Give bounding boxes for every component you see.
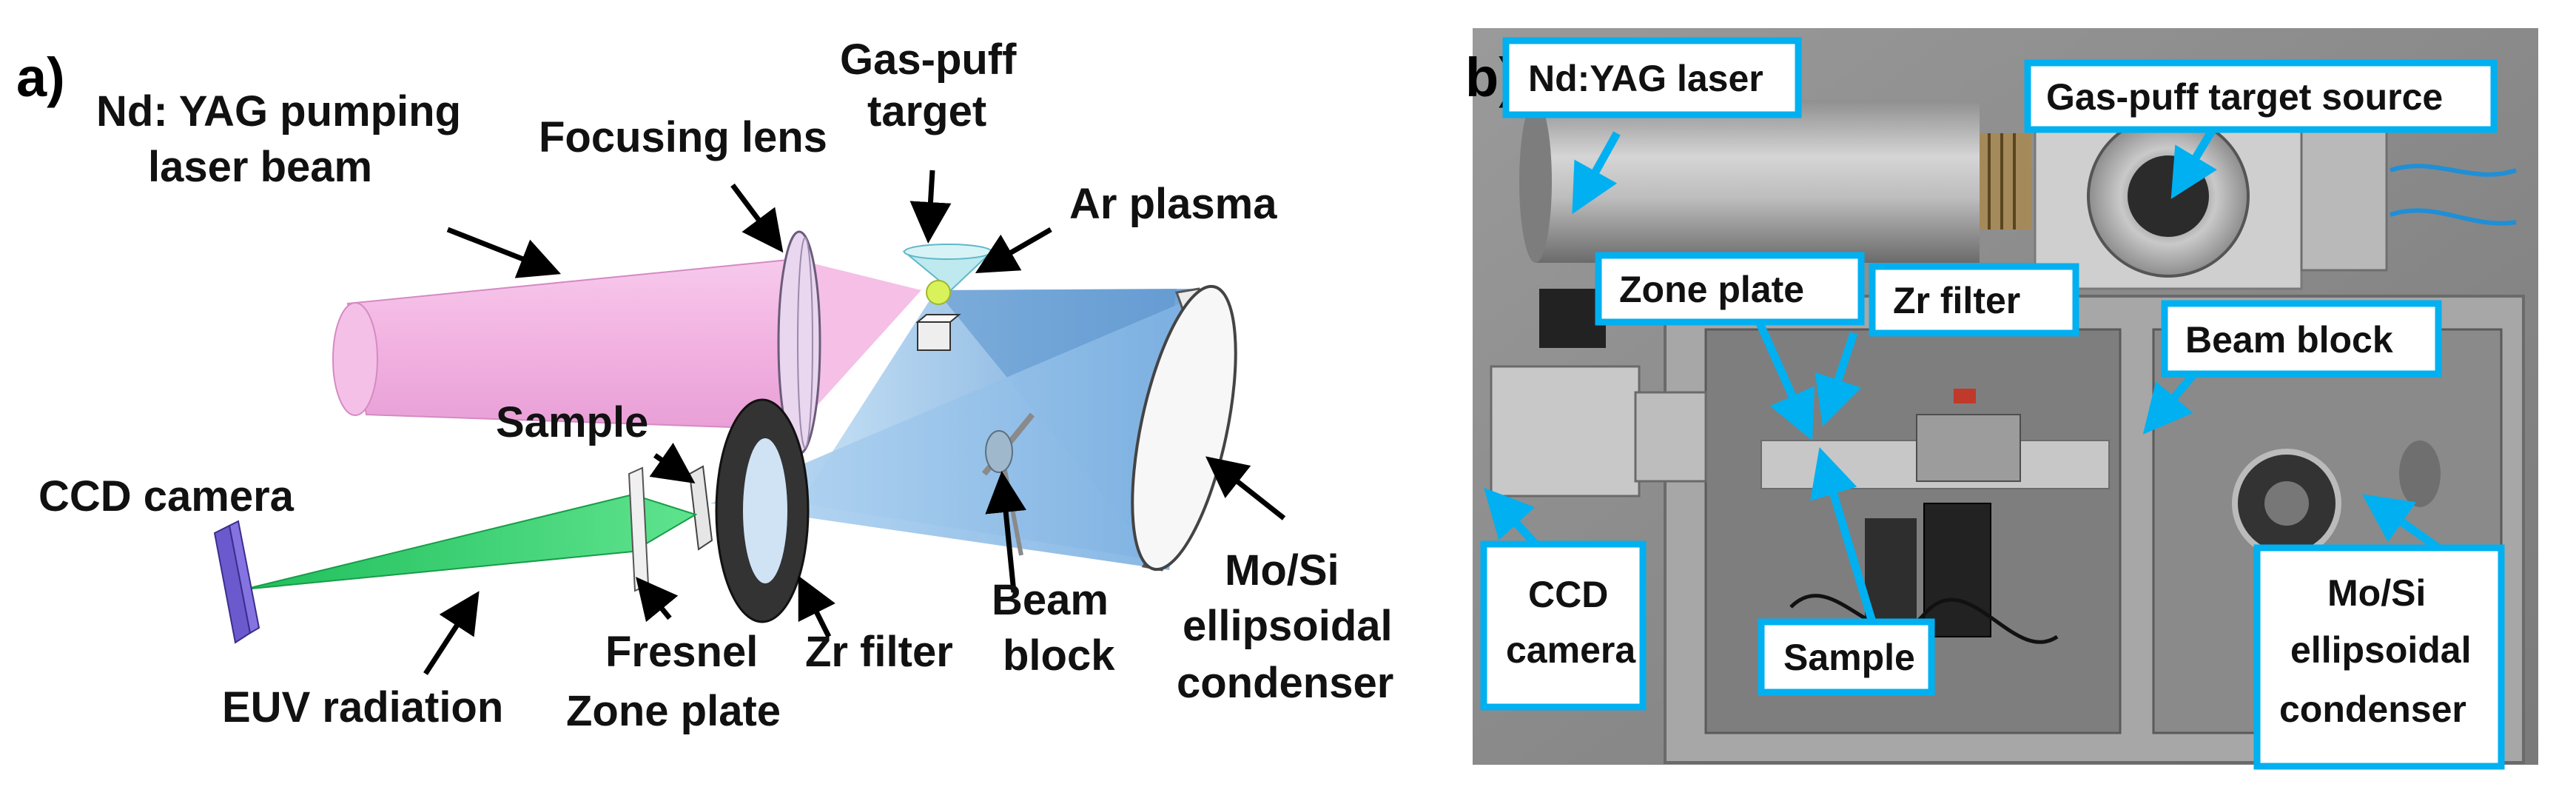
label-sample-b: Sample — [1783, 637, 1915, 678]
label-zr-filter: Zr filter — [805, 628, 953, 676]
label-focusing-lens: Focusing lens — [539, 113, 827, 161]
condenser-mirror-shape — [1131, 284, 1237, 572]
label-gas-puff-source: Gas-puff target source — [2046, 76, 2443, 118]
label-beam-block-2: block — [1003, 632, 1115, 680]
euv-green-cone — [243, 493, 698, 590]
label-box-zone-plate: Zone plate — [1595, 252, 1865, 326]
label-ar-plasma: Ar plasma — [1069, 180, 1277, 228]
arrow-zone-plate — [1753, 316, 1815, 441]
arrow-sample — [1810, 446, 1877, 623]
label-box-mosi: Mo/Si ellipsoidal condenser — [2253, 544, 2505, 770]
laser-tube — [1519, 100, 2031, 263]
arrow-beam-block — [2142, 371, 2198, 435]
label-box-gas-puff: Gas-puff target source — [2024, 59, 2498, 133]
label-zr-filter-b: Zr filter — [1893, 280, 2020, 321]
photo-panel: b) Nd:YAG laser Gas-puff target source Z… — [1450, 0, 2576, 800]
label-box-nd-yag: Nd:YAG laser — [1502, 37, 1802, 118]
label-ccd-2: camera — [1506, 629, 1636, 671]
label-beam-block-1: Beam — [992, 576, 1109, 624]
arrow-beam-block — [985, 471, 1027, 593]
leader-arrows-a — [423, 170, 1286, 675]
arrow-focusing-lens — [730, 183, 784, 253]
label-box-sample: Sample — [1758, 618, 1935, 696]
setup-photo: b) Nd:YAG laser Gas-puff target source Z… — [1465, 28, 2538, 770]
sample-shape — [688, 465, 713, 551]
label-box-beam-block: Beam block — [2161, 300, 2442, 378]
ccd-camera-shape — [213, 520, 260, 644]
arrow-condenser — [2362, 494, 2441, 552]
label-mosi-2-b: ellipsoidal — [2290, 629, 2472, 671]
zr-filter-shape — [715, 398, 810, 623]
arrow-euv — [423, 591, 480, 675]
label-mosi-1: Mo/Si — [1225, 546, 1339, 594]
label-box-zr-filter: Zr filter — [1869, 263, 2079, 337]
label-mosi-3: condenser — [1177, 659, 1393, 707]
label-nd-yag-laser: Nd:YAG laser — [1528, 58, 1763, 99]
ccd-camera-photo — [1490, 289, 1707, 498]
arrow-fresnel — [636, 577, 679, 623]
arrow-sample — [649, 443, 696, 484]
label-beam-block-b: Beam block — [2185, 319, 2393, 361]
label-fresnel-1: Fresnel — [605, 628, 758, 676]
arrow-condenser — [1205, 456, 1286, 520]
arrow-zr-filter — [1815, 332, 1862, 426]
label-euv-radiation: EUV radiation — [222, 683, 503, 731]
panel-letter-a: a) — [16, 47, 65, 108]
label-gas-puff-1: Gas-puff — [840, 36, 1017, 84]
label-mosi-3-b: condenser — [2279, 689, 2466, 730]
gas-puff-target-shape — [902, 244, 994, 351]
label-nd-yag-1: Nd: YAG pumping — [96, 87, 461, 135]
leader-arrows-b — [1484, 127, 2441, 623]
arrow-zr-filter — [798, 575, 835, 638]
label-nd-yag-2: laser beam — [148, 143, 372, 191]
arrow-gas-puff-source — [2170, 127, 2217, 199]
label-gas-puff-2: target — [867, 87, 986, 135]
arrow-nd-yag — [1572, 131, 1621, 215]
schematic-diagram: a) — [16, 36, 1393, 735]
label-zone-plate: Zone plate — [1619, 269, 1804, 310]
label-sample: Sample — [496, 398, 648, 446]
arrow-gas-puff — [909, 170, 952, 244]
arrow-laser-beam — [446, 227, 562, 278]
euv-focused-cone — [710, 292, 1206, 570]
label-fresnel-2: Zone plate — [566, 687, 781, 735]
fresnel-zone-plate-shape — [628, 466, 650, 592]
arrow-ar-plasma — [975, 227, 1052, 274]
label-box-ccd: CCD camera — [1480, 540, 1647, 711]
arrow-ccd — [1484, 487, 1539, 547]
schematic-panel: a) — [16, 36, 1393, 735]
label-ccd-1: CCD — [1528, 574, 1608, 615]
label-mosi-1-b: Mo/Si — [2327, 572, 2426, 614]
label-mosi-2: ellipsoidal — [1183, 602, 1393, 650]
label-ccd-camera: CCD camera — [38, 472, 295, 520]
laser-beam-shape — [332, 258, 921, 431]
